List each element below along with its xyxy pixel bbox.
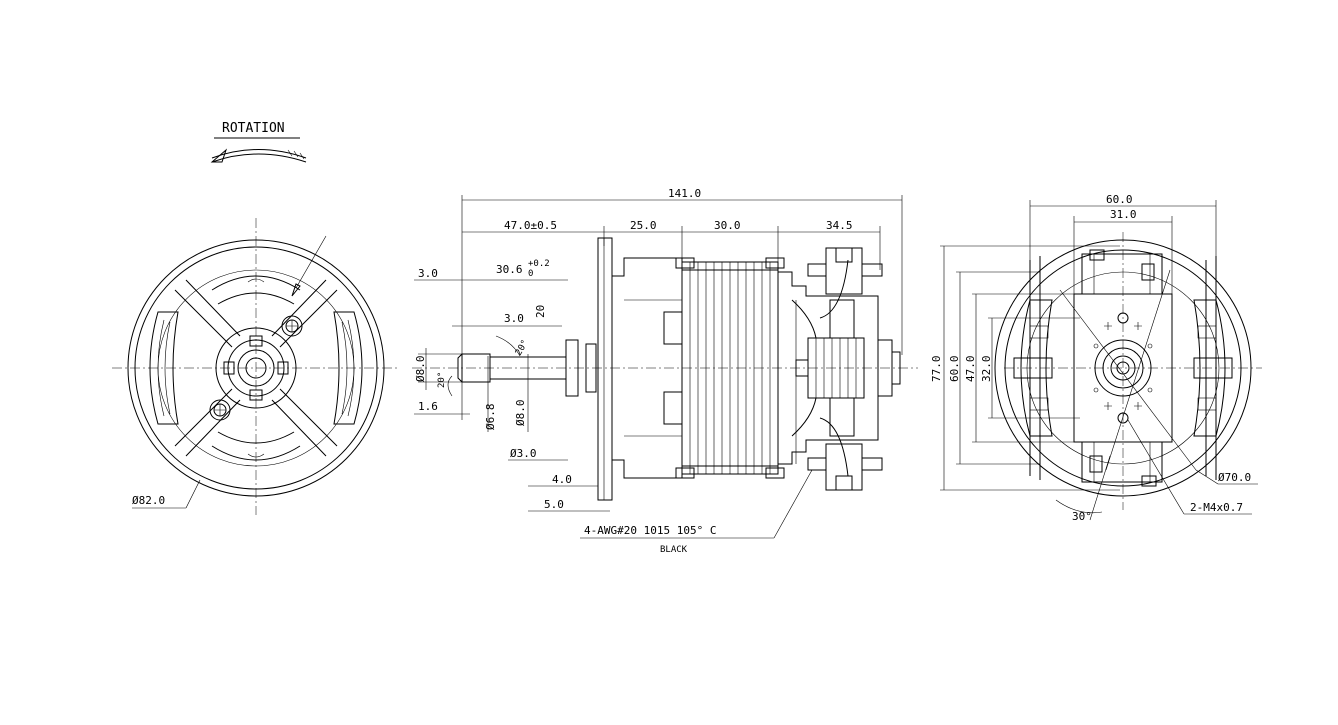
dim-8-0-left: Ø8.0 (414, 356, 427, 383)
dim-1-6: 1.6 (418, 400, 438, 413)
dim-overall-length: 141.0 (668, 187, 701, 200)
dim-32-vertical: 32.0 (980, 356, 993, 383)
front-view: Ø82.0 (112, 218, 400, 515)
dim-47-vertical: 47.0 (964, 356, 977, 383)
dim-5-0: 5.0 (544, 498, 564, 511)
front-diameter-label: Ø82.0 (132, 494, 165, 507)
end-view: 60.0 31.0 77.0 60.0 47.0 32.0 (930, 193, 1262, 523)
dim-03-0: Ø3.0 (510, 447, 537, 460)
dim-70-diameter: Ø70.0 (1218, 471, 1251, 484)
dim-25: 25.0 (630, 219, 657, 232)
dim-34-5: 34.5 (826, 219, 853, 232)
wire-spec: 4-AWG#20 1015 105° C (584, 524, 716, 537)
dim-3-0-mid: 3.0 (504, 312, 524, 325)
rotation-label: ROTATION (222, 121, 285, 136)
wire-color: BLACK (660, 545, 688, 555)
dim-47: 47.0±0.5 (504, 219, 557, 232)
dim-4-0: 4.0 (552, 473, 572, 486)
dim-20-deg-b: 20° (437, 372, 447, 388)
dim-30: 30.0 (714, 219, 741, 232)
dim-31: 31.0 (1110, 208, 1137, 221)
stator-laminations (689, 262, 771, 474)
dim-8-0-mid: Ø8.0 (514, 400, 527, 427)
side-view: 141.0 47.0±0.5 25.0 30.0 34.5 3.0 30.6 +… (412, 187, 918, 555)
dim-60-vertical: 60.0 (948, 356, 961, 383)
dim-3-0-top: 3.0 (418, 267, 438, 280)
dim-77: 77.0 (930, 356, 943, 383)
dim-30-6-tol-upper: +0.2 (528, 259, 550, 269)
dim-30-deg: 30° (1072, 510, 1092, 523)
dim-30-6-tol-lower: 0 (528, 269, 533, 279)
dim-6-8: Ø6.8 (484, 404, 497, 431)
dim-60-top: 60.0 (1106, 193, 1133, 206)
dim-30-6: 30.6 (496, 263, 523, 276)
dim-m4-thread: 2-M4x0.7 (1190, 501, 1243, 514)
rotation-indicator: ROTATION (210, 121, 307, 163)
dim-20-vertical: 20 (534, 305, 547, 318)
